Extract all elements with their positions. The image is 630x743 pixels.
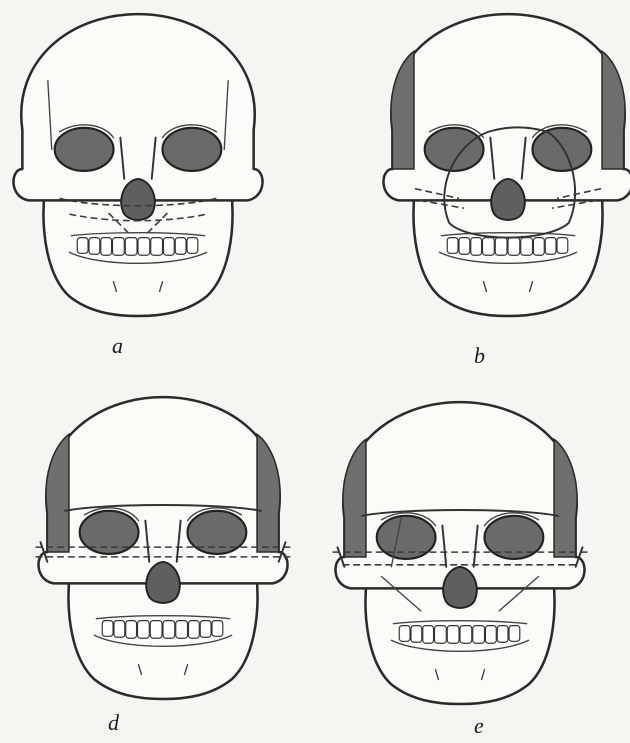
panel-label-b: b	[474, 343, 485, 369]
panel-label-d: d	[108, 710, 119, 736]
panel-label-e: e	[474, 713, 484, 739]
panel-label-a: a	[112, 333, 123, 359]
panel-e-skull	[333, 402, 588, 704]
panel-d-skull	[36, 397, 291, 699]
panel-b-skull	[383, 14, 630, 316]
panel-a-skull	[13, 14, 262, 316]
